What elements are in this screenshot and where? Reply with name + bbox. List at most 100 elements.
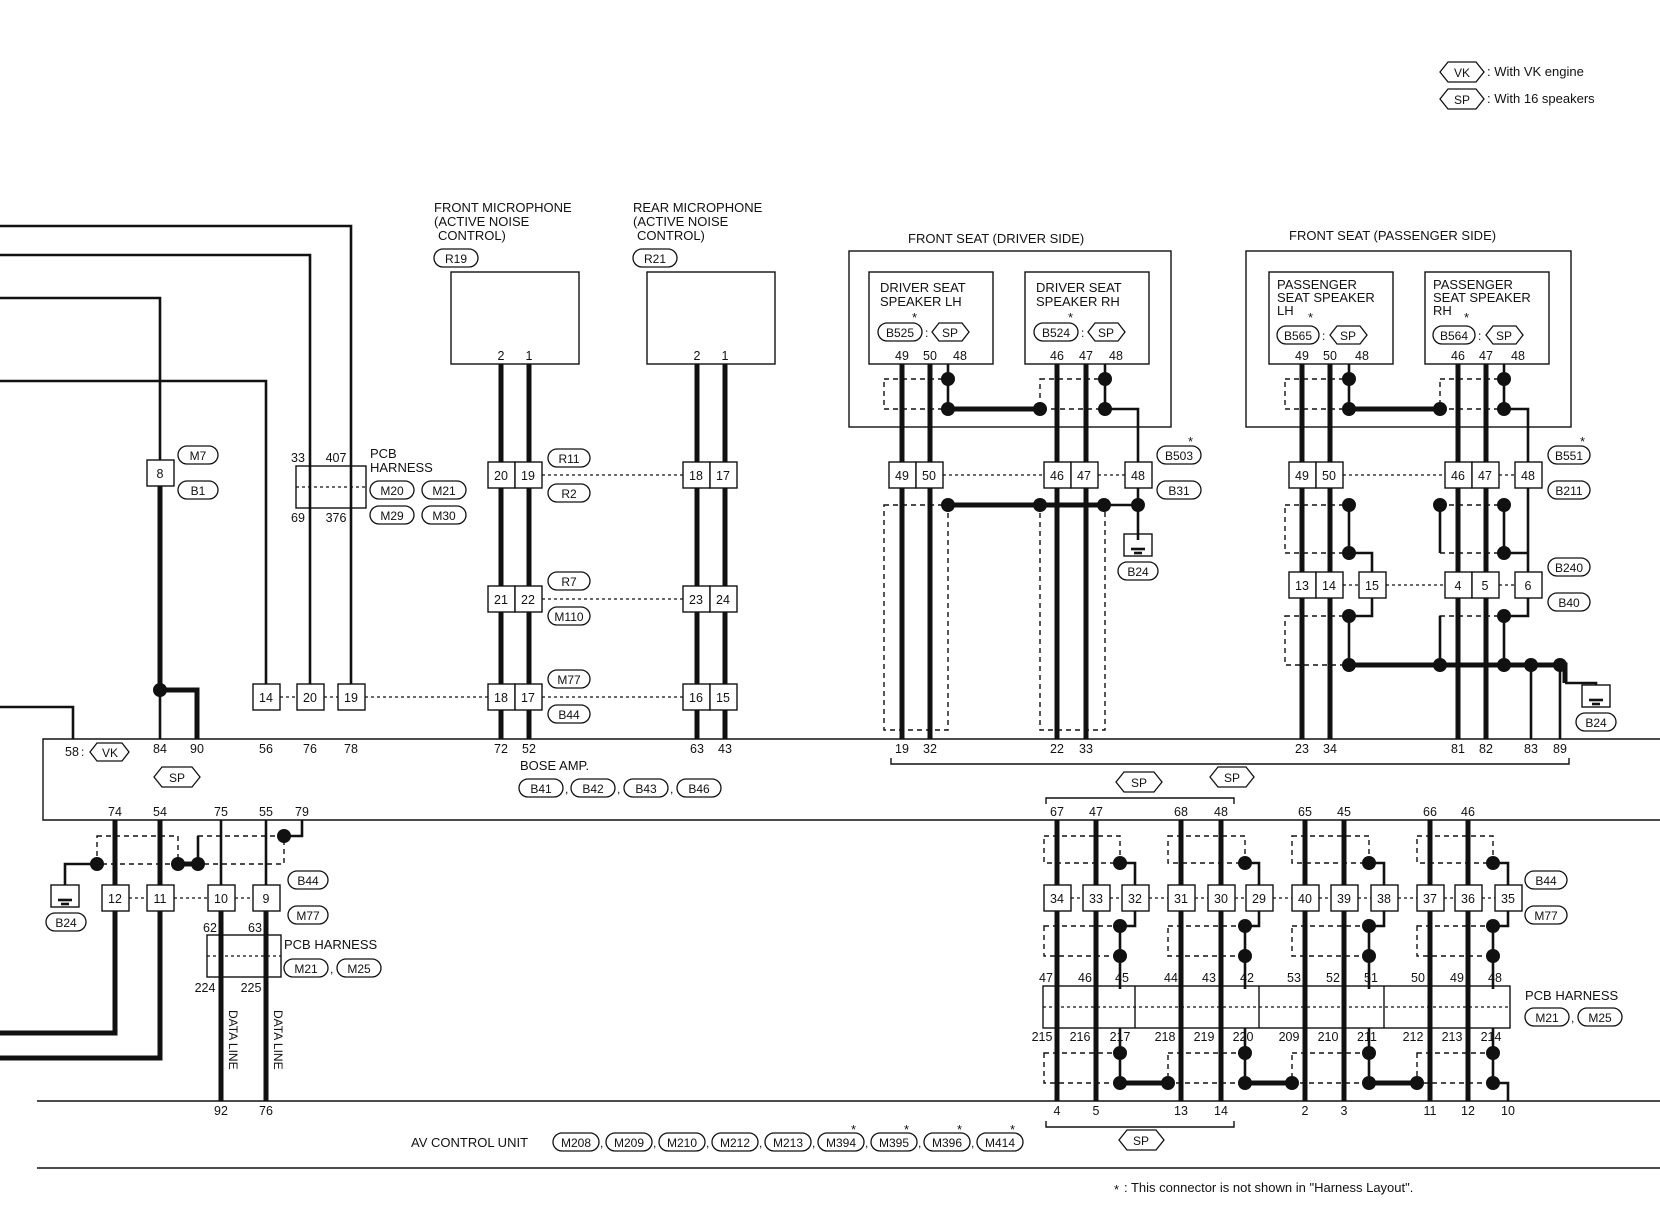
svg-text:,: , (670, 782, 673, 796)
svg-text:M30: M30 (432, 509, 456, 523)
svg-text:SP: SP (1133, 1134, 1149, 1148)
svg-text:B43: B43 (635, 782, 657, 796)
pcb-harness-top: 33 407 69 376 PCB HARNESS M20 M21 M29 M3… (291, 446, 467, 525)
svg-text:B525: B525 (886, 326, 914, 340)
svg-text:M396: M396 (932, 1136, 962, 1150)
svg-text:58: 58 (65, 745, 79, 759)
svg-text:48: 48 (1131, 469, 1145, 483)
svg-text:(ACTIVE NOISE: (ACTIVE NOISE (434, 214, 530, 229)
svg-text:PASSENGER: PASSENGER (1277, 277, 1357, 292)
svg-text:47: 47 (1077, 469, 1091, 483)
svg-text:B24: B24 (55, 916, 77, 930)
svg-text:10: 10 (214, 892, 228, 906)
svg-text:23: 23 (1295, 742, 1309, 756)
svg-text:32: 32 (923, 742, 937, 756)
svg-text:48: 48 (1355, 349, 1369, 363)
sp-legend-text: : With 16 speakers (1487, 91, 1595, 106)
rear-microphone: REAR MICROPHONE (ACTIVE NOISE CONTROL) R… (632, 200, 776, 365)
front-seat-driver: FRONT SEAT (DRIVER SIDE) DRIVER SEAT SPE… (848, 231, 1172, 739)
svg-text:,: , (918, 1136, 921, 1150)
joint-r11-r2: 20 19 18 17 R11 R2 (487, 448, 738, 503)
svg-text:,: , (600, 1136, 603, 1150)
svg-text:M21: M21 (294, 962, 318, 976)
svg-text:REAR MICROPHONE: REAR MICROPHONE (633, 200, 763, 215)
svg-text:21: 21 (494, 593, 508, 607)
svg-text:47: 47 (1478, 469, 1492, 483)
svg-text::: : (925, 326, 928, 340)
svg-text:37: 37 (1423, 892, 1437, 906)
footnote: * : This connector is not shown in "Harn… (1114, 1180, 1413, 1197)
svg-text:DRIVER SEAT: DRIVER SEAT (1036, 280, 1122, 295)
svg-text:43: 43 (1202, 971, 1216, 985)
svg-text:M21: M21 (1535, 1011, 1559, 1025)
svg-text:225: 225 (241, 981, 262, 995)
svg-text:M212: M212 (720, 1136, 750, 1150)
svg-text:39: 39 (1337, 892, 1351, 906)
svg-text:1: 1 (722, 349, 729, 363)
svg-text:33: 33 (1089, 892, 1103, 906)
svg-text:53: 53 (1287, 971, 1301, 985)
svg-text:52: 52 (1326, 971, 1340, 985)
svg-text:22: 22 (521, 593, 535, 607)
svg-text:,: , (971, 1136, 974, 1150)
svg-text:50: 50 (1323, 349, 1337, 363)
svg-text:15: 15 (1365, 579, 1379, 593)
svg-text:,: , (653, 1136, 656, 1150)
svg-text:376: 376 (326, 511, 347, 525)
svg-text:50: 50 (1411, 971, 1425, 985)
svg-text:36: 36 (1461, 892, 1475, 906)
svg-text:17: 17 (521, 691, 535, 705)
svg-text:B551: B551 (1555, 449, 1583, 463)
svg-text:10: 10 (1501, 1104, 1515, 1118)
svg-text:5: 5 (1093, 1104, 1100, 1118)
svg-text:46: 46 (1050, 349, 1064, 363)
svg-text:50: 50 (922, 469, 936, 483)
svg-text:83: 83 (1524, 742, 1538, 756)
svg-text:M77: M77 (296, 909, 320, 923)
svg-text:219: 219 (1194, 1030, 1215, 1044)
svg-text:M208: M208 (561, 1136, 591, 1150)
svg-text:78: 78 (344, 742, 358, 756)
svg-text:M21: M21 (432, 484, 456, 498)
svg-text:DRIVER SEAT: DRIVER SEAT (880, 280, 966, 295)
svg-text:67: 67 (1050, 805, 1064, 819)
svg-text:215: 215 (1032, 1030, 1053, 1044)
svg-text:B31: B31 (1168, 484, 1190, 498)
svg-text:PCB HARNESS: PCB HARNESS (1525, 988, 1619, 1003)
svg-text:(ACTIVE NOISE: (ACTIVE NOISE (633, 214, 729, 229)
svg-text:214: 214 (1481, 1030, 1502, 1044)
svg-text:B41: B41 (530, 782, 552, 796)
svg-text:47: 47 (1039, 971, 1053, 985)
joint-b240-b40: 13 14 15 4 5 6 B240 B40 B24 (1284, 557, 1617, 739)
svg-text:B524: B524 (1042, 326, 1070, 340)
svg-text:R11: R11 (558, 452, 579, 466)
joint-r7-m110: 21 22 23 24 R7 M110 (487, 571, 738, 626)
svg-text:VK: VK (102, 746, 118, 760)
svg-text:48: 48 (953, 349, 967, 363)
svg-text:17: 17 (716, 469, 730, 483)
svg-text:,: , (565, 782, 568, 796)
svg-text:M414: M414 (985, 1136, 1015, 1150)
svg-text:AV CONTROL UNIT: AV CONTROL UNIT (411, 1135, 528, 1150)
svg-text:,: , (617, 782, 620, 796)
svg-text::: : (1478, 329, 1481, 343)
svg-text:B42: B42 (582, 782, 604, 796)
svg-text:RH: RH (1433, 303, 1452, 318)
svg-text:49: 49 (895, 469, 909, 483)
svg-text:M77: M77 (1534, 909, 1558, 923)
svg-text:52: 52 (522, 742, 536, 756)
svg-text:M25: M25 (347, 962, 371, 976)
svg-text:19: 19 (344, 691, 358, 705)
svg-text:224: 224 (195, 981, 216, 995)
svg-text:*: * (851, 1122, 856, 1137)
svg-text:M213: M213 (773, 1136, 803, 1150)
svg-text:30: 30 (1214, 892, 1228, 906)
svg-text:M77: M77 (557, 673, 581, 687)
svg-text:1: 1 (526, 349, 533, 363)
svg-text:2: 2 (498, 349, 505, 363)
sp-tag-text: SP (1454, 93, 1470, 107)
svg-text:35: 35 (1501, 892, 1515, 906)
svg-text:*: * (957, 1122, 962, 1137)
svg-text:43: 43 (718, 742, 732, 756)
svg-text:B565: B565 (1284, 329, 1312, 343)
